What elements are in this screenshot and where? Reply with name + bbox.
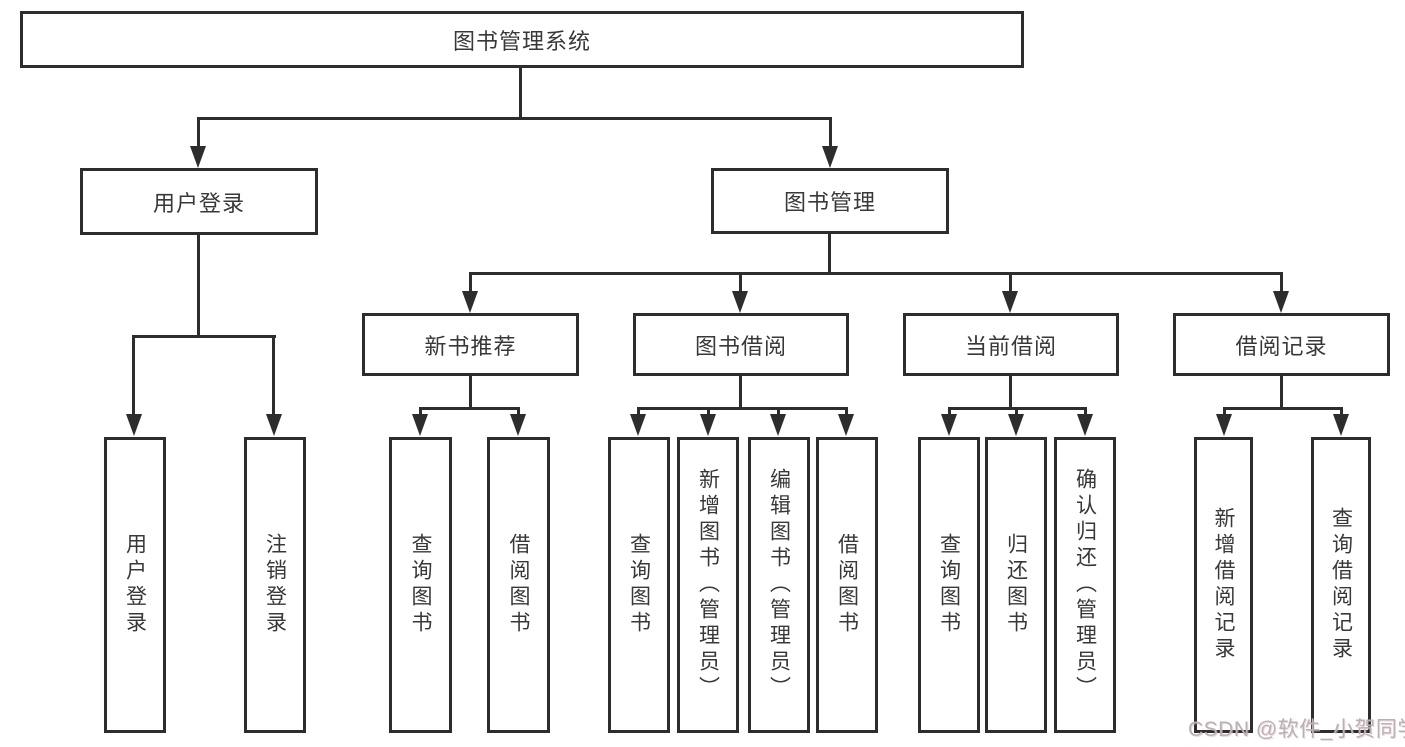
arrow-down-icon (510, 414, 526, 436)
leaf-borrow-books-recommend: 借阅图书 (487, 437, 550, 733)
node-borrowing-records: 借阅记录 (1173, 313, 1390, 376)
connector-line (845, 407, 848, 417)
arrow-down-icon (1002, 291, 1018, 313)
node-current-borrowing: 当前借阅 (903, 313, 1119, 376)
arrow-down-icon (770, 414, 786, 436)
arrow-down-icon (700, 414, 716, 436)
arrow-down-icon (1008, 414, 1024, 436)
node-label: 新增图书（管理员） (696, 468, 720, 702)
leaf-query-borrow-record: 查询借阅记录 (1311, 437, 1371, 733)
connector-line (197, 117, 200, 148)
node-label: 查询图书 (409, 533, 432, 637)
node-new-book-recommend: 新书推荐 (362, 313, 579, 376)
leaf-logout: 注销登录 (244, 437, 306, 733)
node-user-login: 用户登录 (80, 168, 318, 235)
node-label: 新书推荐 (424, 333, 517, 359)
arrow-down-icon (838, 414, 854, 436)
node-label: 当前借阅 (964, 333, 1057, 359)
arrow-down-icon (822, 146, 838, 168)
node-label: 用户登录 (123, 533, 147, 637)
arrow-down-icon (190, 146, 206, 168)
connector-line (637, 407, 848, 410)
connector-line (517, 407, 520, 417)
connector-line (829, 117, 832, 148)
arrow-down-icon (1333, 414, 1349, 436)
connector-line (1015, 407, 1018, 417)
node-library-management-system: 图书管理系统 (20, 11, 1024, 68)
connector-line (1340, 407, 1343, 417)
connector-line (132, 335, 276, 338)
connector-line (1009, 272, 1012, 293)
connector-line (739, 272, 742, 293)
node-label: 归还图书 (1004, 533, 1028, 637)
leaf-add-borrow-record: 新增借阅记录 (1194, 437, 1253, 733)
node-label: 查询借阅记录 (1329, 507, 1353, 663)
arrow-down-icon (462, 291, 478, 313)
node-label: 查询图书 (627, 533, 651, 637)
connector-line (197, 234, 200, 337)
arrow-down-icon (732, 291, 748, 313)
connector-line (1280, 272, 1283, 293)
leaf-return-books: 归还图书 (985, 437, 1047, 733)
node-label: 用户登录 (152, 190, 245, 216)
leaf-edit-books-admin: 编辑图书（管理员） (748, 437, 810, 733)
leaf-query-books-borrowing: 查询图书 (608, 437, 670, 733)
node-label: 借阅图书 (835, 533, 859, 637)
node-label: 图书管理系统 (452, 28, 591, 54)
connector-line (272, 335, 275, 417)
arrow-down-icon (1077, 414, 1093, 436)
arrow-down-icon (412, 414, 428, 436)
connector-line (132, 335, 135, 417)
connector-line (948, 407, 951, 417)
arrow-down-icon (941, 414, 957, 436)
connector-line (469, 272, 1283, 275)
connector-line (1223, 407, 1226, 417)
node-label: 图书管理 (783, 190, 876, 215)
connector-line (739, 375, 742, 410)
leaf-user-login: 用户登录 (104, 437, 166, 733)
connector-line (419, 407, 520, 410)
leaf-confirm-return-admin: 确认归还（管理员） (1054, 437, 1116, 733)
connector-line (1280, 375, 1283, 410)
node-label: 注销登录 (263, 533, 287, 637)
leaf-query-books-recommend: 查询图书 (389, 437, 452, 733)
connector-line (1009, 375, 1012, 410)
connector-line (777, 407, 780, 417)
connector-line (419, 407, 422, 417)
node-label: 查询图书 (937, 533, 961, 637)
arrow-down-icon (630, 414, 646, 436)
connector-line (519, 67, 522, 119)
node-label: 借阅记录 (1235, 333, 1328, 359)
arrow-down-icon (1216, 414, 1232, 436)
node-label: 确认归还（管理员） (1073, 468, 1097, 702)
arrow-down-icon (126, 414, 142, 436)
connector-line (1223, 407, 1343, 410)
node-label: 图书借阅 (694, 333, 787, 359)
connector-line (197, 117, 831, 120)
node-book-management: 图书管理 (711, 168, 949, 234)
connector-line (828, 233, 831, 275)
node-label: 新增借阅记录 (1212, 507, 1235, 663)
arrow-down-icon (1273, 291, 1289, 313)
connector-line (707, 407, 710, 417)
node-label: 编辑图书（管理员） (767, 468, 791, 702)
connector-line (1084, 407, 1087, 417)
node-book-borrowing: 图书借阅 (633, 313, 849, 376)
connector-line (637, 407, 640, 417)
connector-line (469, 375, 472, 410)
arrow-down-icon (266, 414, 282, 436)
leaf-borrow-books: 借阅图书 (816, 437, 878, 733)
csdn-watermark: CSDN @软件_小贺同学 (1188, 718, 1405, 741)
connector-line (469, 272, 472, 293)
leaf-query-books-current: 查询图书 (918, 437, 980, 733)
leaf-add-books-admin: 新增图书（管理员） (677, 437, 739, 733)
node-label: 借阅图书 (507, 533, 530, 637)
